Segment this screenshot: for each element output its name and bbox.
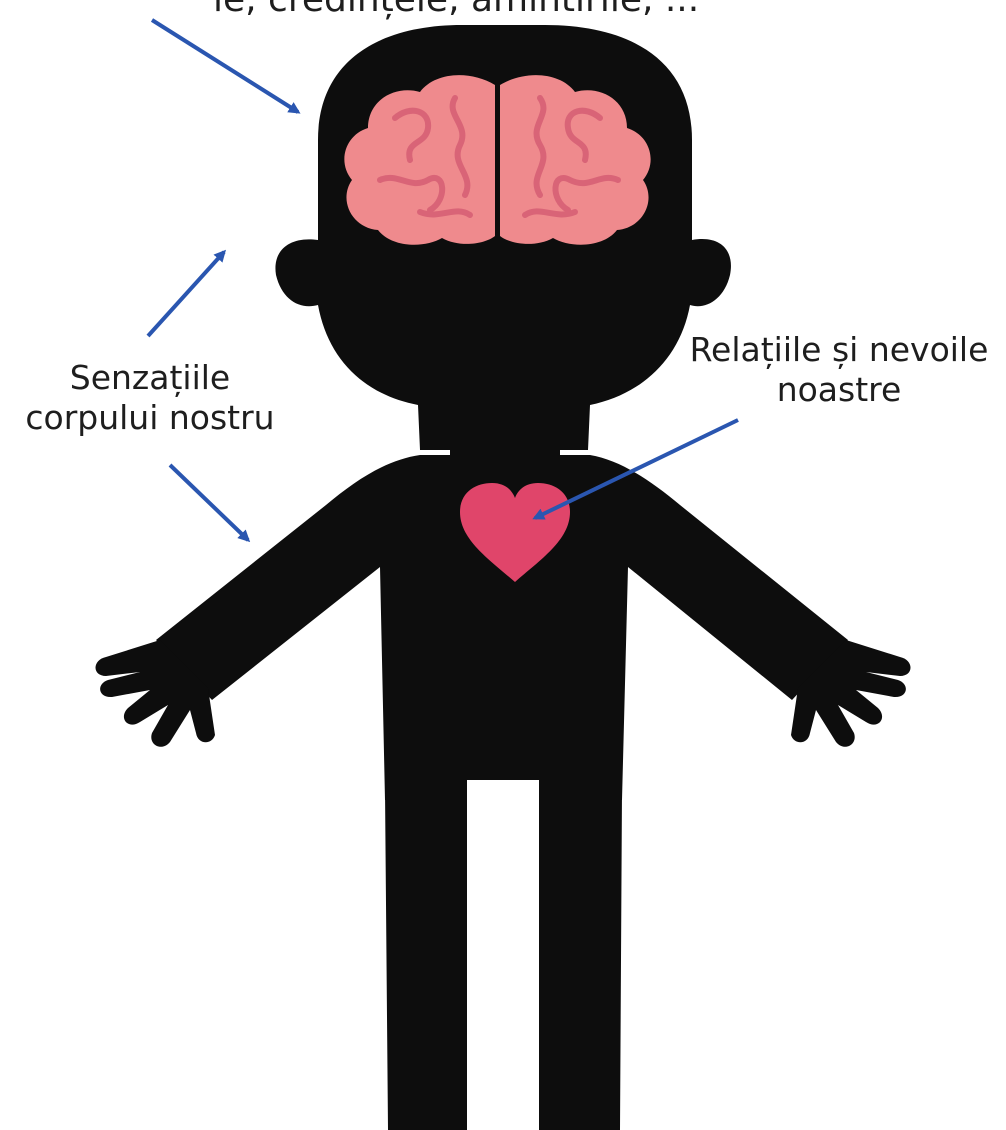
body-sensations-line-1: Senzațiile bbox=[0, 358, 300, 398]
top-label-fragment: le, credințele, amintirile, ... bbox=[213, 0, 1006, 20]
arrow-to-shoulder bbox=[170, 465, 248, 540]
arrow-to-brain bbox=[152, 20, 298, 112]
body-sensations-label: Senzațiile corpului nostru bbox=[0, 358, 300, 438]
leg-gap bbox=[467, 780, 539, 1130]
arrow-to-head-side bbox=[148, 252, 224, 336]
relationships-label: Relațiile și nevoile noastre bbox=[672, 330, 1006, 410]
relationships-line-2: noastre bbox=[672, 370, 1006, 410]
body-sensations-line-2: corpului nostru bbox=[0, 398, 300, 438]
relationships-line-1: Relațiile și nevoile bbox=[672, 330, 1006, 370]
